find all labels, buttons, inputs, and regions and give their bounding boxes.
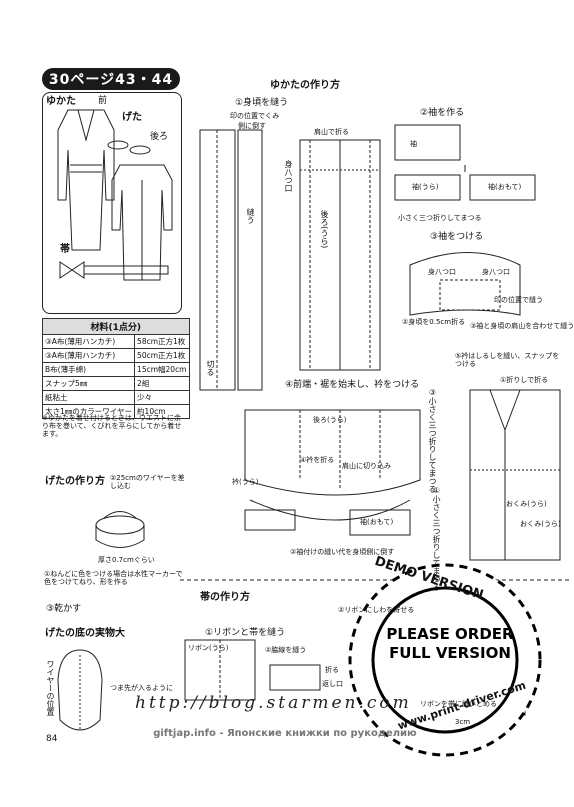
label-yukata: ゆかた bbox=[46, 96, 76, 107]
obi-step-gather: ②リボンにしわを寄せる bbox=[338, 606, 415, 614]
geta-sole bbox=[57, 511, 145, 731]
please-order-text: PLEASE ORDER FULL VERSION bbox=[386, 625, 514, 662]
label-sode-ura: 袖(うら) bbox=[412, 183, 439, 191]
label-okumi2: おくみ(うら) bbox=[520, 520, 561, 528]
page-number: 84 bbox=[46, 734, 58, 744]
label-obi: 帯 bbox=[60, 244, 70, 255]
label-migoro-ura: 後ろ(うら) bbox=[320, 210, 329, 249]
step-small-fold: ③小さく三つ折りしてまつる bbox=[428, 388, 437, 493]
yukata-back-illustration bbox=[111, 164, 173, 281]
geta-illustration bbox=[107, 140, 151, 155]
label-shoulder-fold: 肩山で折る bbox=[314, 128, 349, 136]
yukata-front-illustration bbox=[57, 109, 115, 251]
geta-sole-title: げたの底の実物大 bbox=[45, 628, 125, 639]
label-sode-omote: 袖(おもて) bbox=[488, 183, 522, 191]
table-row: 太さ1㎜のカラーワイヤー約10cm bbox=[41, 404, 190, 419]
table-row: ③A布(薄用ハンカチ)58cm正方1枚 bbox=[41, 334, 190, 349]
geta-step-wire: ②25cmのワイヤーを差し込む bbox=[110, 474, 185, 491]
geta-thickness: 厚さ0.7cmぐらい bbox=[98, 556, 155, 564]
step-shoulder-sew: ③袖と身頃の肩山を合わせて縫う bbox=[470, 322, 574, 330]
label-eri-ori: ④衿を折る bbox=[300, 456, 335, 464]
step-make-sleeve: ②袖を作る bbox=[420, 108, 465, 118]
label-ushiro: 後ろ(うら) bbox=[313, 416, 347, 424]
label-sanori: 小さく三つ折りしてまつる bbox=[398, 214, 482, 222]
table-row: 紙粘土少々 bbox=[41, 390, 190, 405]
label-sode: 袖 bbox=[410, 140, 417, 148]
obi-back-opening: 返し口 bbox=[322, 680, 343, 688]
step-sleeve-allowance: ②袖付けの縫い代を身頃側に倒す bbox=[290, 548, 395, 556]
label-nui: 縫う bbox=[246, 208, 255, 224]
obi-cm3: 3cm bbox=[455, 718, 471, 726]
label-sode-omote2: 袖(おもて) bbox=[360, 518, 394, 526]
obi-step-side: ②脇線を縫う bbox=[265, 646, 307, 654]
label-front: 前 bbox=[98, 96, 108, 106]
step-mark: 印の位置でくみ bbox=[230, 112, 280, 120]
materials-table: 材料(1点分) ③A布(薄用ハンカチ)58cm正方1枚 ③A布(薄用ハンカチ)5… bbox=[41, 318, 190, 419]
label-okumi: おくみ(うら) bbox=[506, 500, 547, 508]
label-geta: げた bbox=[122, 112, 142, 123]
blog-url-watermark: http://blog.starmen.com bbox=[135, 693, 412, 713]
obi-ribbon-band: リボンを帯に縫いとめる bbox=[420, 700, 497, 708]
migoro-main bbox=[299, 139, 381, 371]
step4-panel bbox=[244, 409, 421, 536]
step-attach-sleeve: ③袖をつける bbox=[430, 232, 484, 242]
label-pos-sew: 印の位置で縫う bbox=[494, 296, 543, 304]
table-row: ③A布(薄用ハンカチ)50cm正方1枚 bbox=[41, 348, 190, 363]
label-mihaguchi: 身八つ口 bbox=[284, 160, 293, 192]
step-small-fold-b: ①小さく三つ折りしてまつる bbox=[432, 486, 441, 591]
illustration-box bbox=[42, 92, 182, 314]
obi-section-title: 帯の作り方 bbox=[200, 592, 250, 603]
table-row: B布(薄手綿)15cm幅20cm bbox=[41, 362, 190, 377]
sode-attach bbox=[409, 252, 521, 316]
label-mihaguchi-b: 身八つ口 bbox=[482, 268, 510, 276]
page-badge: 30ページ43・44 bbox=[42, 68, 180, 90]
materials-note: ※ゆかたを着せ付けるときは、ウエストに余り布を巻いて、くびれを平らにしてから着せ… bbox=[42, 414, 182, 439]
step-fold-line: ①折りしで折る bbox=[500, 376, 549, 384]
footer-banner: giftjap.info - Японские книжки по рукоде… bbox=[153, 728, 417, 739]
label-kiru: 切る bbox=[206, 360, 215, 376]
obi-step-sew: ①リボンと帯を縫う bbox=[205, 628, 286, 638]
geta-section-title: げたの作り方 bbox=[45, 476, 105, 487]
step5-finished bbox=[469, 389, 561, 561]
geta-step-dry: ③乾かす bbox=[46, 604, 82, 614]
step-sew-body: ①身頃を縫う bbox=[235, 98, 289, 108]
step-fold-body: ②身頃を0.5cm折る bbox=[402, 318, 466, 326]
obi-fold: 折る bbox=[325, 666, 339, 674]
label-kata-cut: 肩山に切り込み bbox=[342, 462, 391, 470]
label-mihaguchi-a: 身八つ口 bbox=[428, 268, 456, 276]
materials-title: 材料(1点分) bbox=[42, 318, 190, 335]
step-collar-snap: ⑤衿はしるしを縫い、スナップをつける bbox=[455, 352, 560, 369]
step-fold-side: 側に倒す bbox=[238, 122, 266, 130]
geta-wire-position: ワイヤーの位置 bbox=[46, 660, 55, 716]
step-hem-collar: ④前端・裾を始末し、衿をつける bbox=[285, 380, 420, 390]
label-back: 後ろ bbox=[150, 132, 169, 142]
geta-tip: つま先が入るように bbox=[110, 684, 173, 692]
sode-pieces bbox=[394, 124, 536, 201]
label-eri: 衿(うら) bbox=[232, 478, 259, 486]
demo-stamp-graphic bbox=[348, 563, 542, 757]
geta-step-clay: ①ねんどに色をつける場合は水性マーカーで色をつけてねり、形を作る bbox=[44, 570, 183, 587]
obi-illustration bbox=[59, 261, 169, 279]
migoro-strip bbox=[199, 129, 263, 391]
label-ribbon: リボン(うら) bbox=[188, 644, 229, 652]
yukata-section-title: ゆかたの作り方 bbox=[270, 80, 340, 91]
